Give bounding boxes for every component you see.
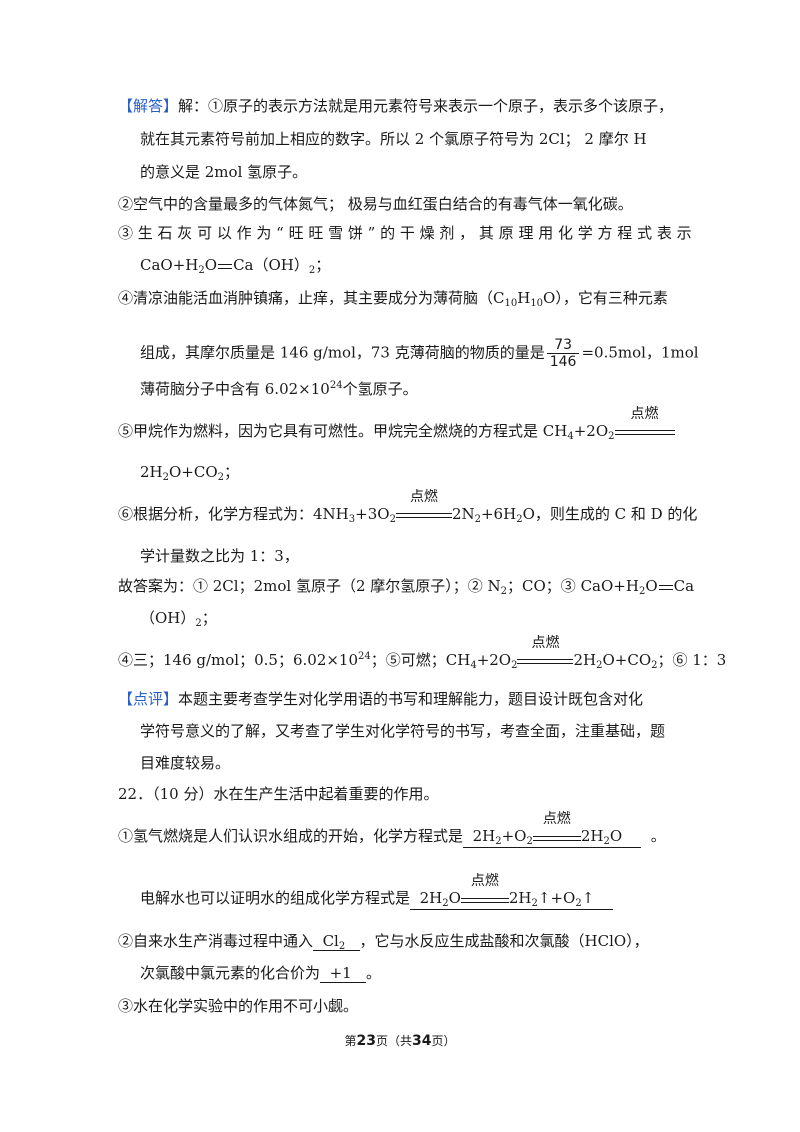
q22-line-3: ②自来水生产消毒过程中通入 Cl2 ，它与水反应生成盐酸和次氯酸（HClO）， <box>118 932 649 952</box>
comment-tag: 【点评】 <box>118 690 179 708</box>
equals-sign <box>218 263 233 269</box>
answer-tag: 【解答】 <box>118 97 179 115</box>
page-footer: 第23页（共34页） <box>344 1033 456 1049</box>
comment-line-3: 目难度较易。 <box>140 754 231 772</box>
answer-line-14: 故答案为：① 2Cl；2mol 氢原子（2 摩尔氢原子）；② N2；CO；③ C… <box>118 577 695 597</box>
answer-line-9: 薄荷脑分子中含有 6.02×1024个氢原子。 <box>140 380 418 398</box>
reaction-arrow: 点燃 <box>460 873 509 909</box>
question-22-title: 22．（10 分）水在生产生活中起着重要的作用。 <box>118 785 439 803</box>
reaction-arrow: 点燃 <box>395 489 452 524</box>
reaction-arrow: 点燃 <box>517 635 574 670</box>
answer-blank-4: +1 <box>320 964 366 983</box>
page-number: 23 <box>356 1033 376 1049</box>
page-total: 34 <box>412 1033 432 1049</box>
equals-sign <box>658 584 673 590</box>
answer-line-7: ④清凉油能活血消肿镇痛，止痒，其主要成分为薄荷脑（C10H10O），它有三种元素 <box>118 289 668 309</box>
answer-line-13: 学计量数之比为 1：3， <box>140 547 299 565</box>
answer-line-15: （OH）2； <box>140 609 217 629</box>
q22-line-4: 次氯酸中氯元素的化合价为 +1 。 <box>140 964 382 983</box>
answer-line-2: 就在其元素符号前加上相应的数字。所以 2 个氯原子符号为 2Cl； 2 摩尔 H <box>140 130 647 148</box>
answer-line-5: ③ 生 石 灰 可 以 作 为 “ 旺 旺 雪 饼 ” 的 干 燥 剂 ， 其 … <box>118 224 692 242</box>
q22-line-5: ③水在化学实验中的作用不可小觑。 <box>118 997 359 1015</box>
answer-line-11: 2H2O+CO2； <box>140 463 240 483</box>
answer-line-3: 的意义是 2mol 氢原子。 <box>140 163 308 181</box>
answer-line-1: 【解答】解：①原子的表示方法就是用元素符号来表示一个原子，表示多个该原子， <box>118 97 674 115</box>
reaction-arrow: 点燃 <box>614 406 675 441</box>
comment-line-1: 【点评】本题主要考查学生对化学用语的书写和理解能力，题目设计既包含对化 <box>118 690 644 708</box>
reaction-arrow: 点燃 <box>532 811 581 847</box>
answer-line-4: ②空气中的含量最多的气体氮气； 极易与血红蛋白结合的有毒气体一氧化碳。 <box>118 195 633 213</box>
comment-line-2: 学符号意义的了解，又考查了学生对化学符号的书写，考查全面，注重基础，题 <box>140 722 666 740</box>
answer-blank-3: Cl2 <box>313 932 360 952</box>
